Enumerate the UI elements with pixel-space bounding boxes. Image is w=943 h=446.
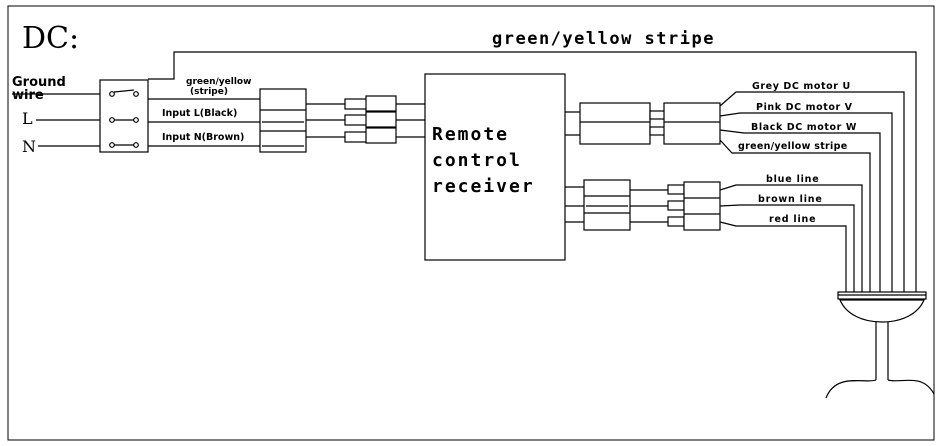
red-line-wire: [719, 221, 847, 300]
green-yellow-input-label-2: (stripe): [190, 87, 228, 97]
receiver-label-line1: Remote: [432, 124, 509, 145]
grey-motor-u-wire: [719, 91, 905, 300]
motor-label-black-w: Black DC motor W: [751, 122, 857, 133]
motor-label-pink-v: Pink DC motor V: [756, 102, 853, 113]
fan-motor-canopy: [825, 291, 935, 399]
ground-label: Ground: [12, 75, 66, 90]
input-connector-1: [259, 88, 307, 153]
signal-connector-2: [683, 181, 721, 231]
receiver-label-line2: control: [432, 150, 522, 171]
black-motor-w-wire: [719, 129, 881, 300]
signal-label-red: red line: [769, 214, 816, 225]
signal-connector-1: [583, 179, 631, 231]
wire-label: wire: [12, 88, 44, 103]
live-label: L: [22, 109, 33, 128]
motor-connector-2: [663, 102, 721, 145]
receiver-label-line3: receiver: [432, 176, 535, 197]
signal-label-blue: blue line: [766, 174, 820, 185]
input-plug-connectors: [344, 95, 397, 144]
motor-label-green-yellow: green/yellow stripe: [738, 141, 847, 152]
input-n-label: Input N(Brown): [162, 132, 244, 143]
terminal-block: [99, 79, 149, 153]
input-l-label: Input L(Black): [162, 108, 237, 119]
motor-connector-1: [579, 102, 651, 145]
motor-label-grey-u: Grey DC motor U: [752, 81, 851, 92]
signal-label-brown: brown line: [758, 194, 823, 205]
neutral-label: N: [22, 137, 36, 156]
top-wire-label: green/yellow stripe: [492, 29, 715, 49]
receiver-box: [424, 73, 566, 261]
signal-plug: [667, 184, 685, 227]
top-ground-wire: [148, 51, 917, 300]
green-yellow-input-label-1: green/yellow: [186, 77, 251, 87]
pink-motor-v-wire: [719, 112, 893, 300]
brown-line-wire: [719, 204, 855, 300]
frame-border: [7, 5, 935, 441]
blue-line-wire: [719, 184, 863, 300]
green-yellow-motor-wire: [719, 139, 871, 300]
diagram-title: DC:: [22, 21, 79, 56]
